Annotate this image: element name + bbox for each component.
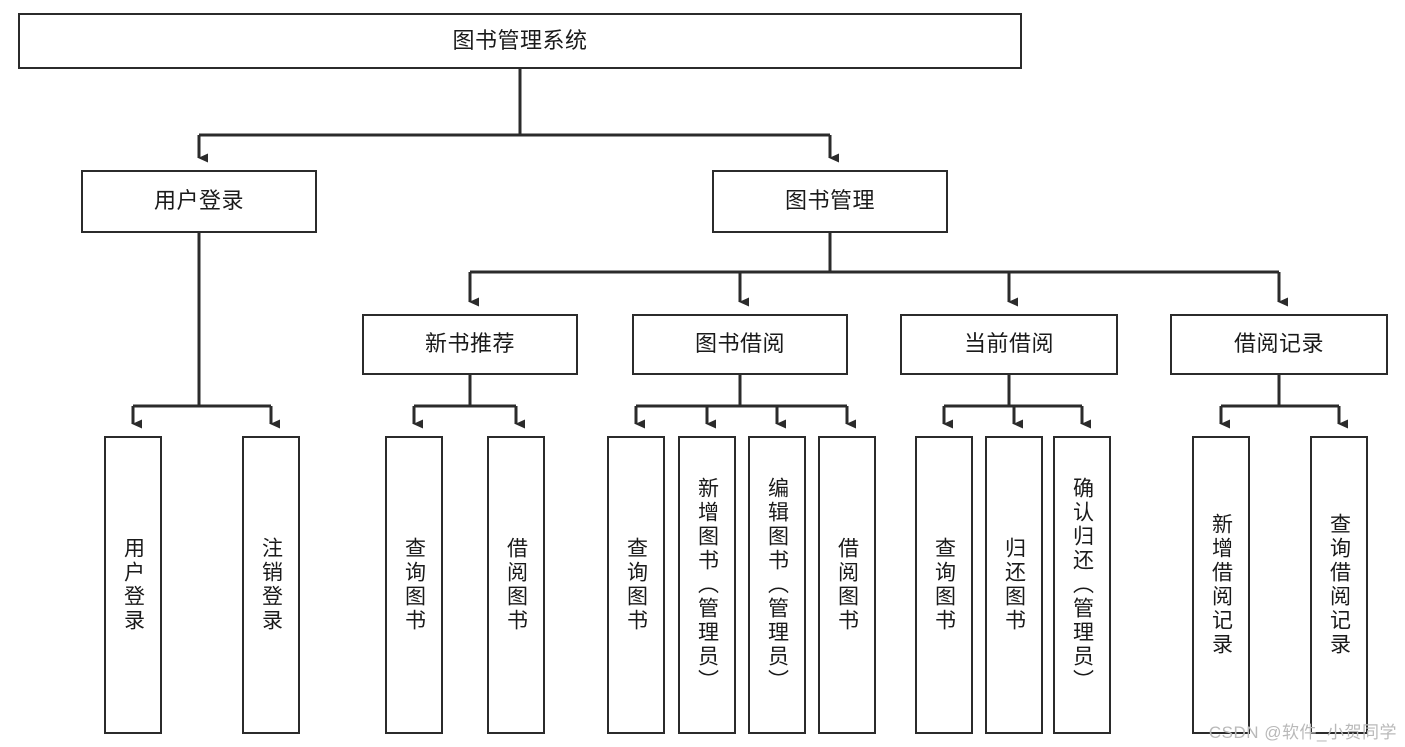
node-new-book-recommend: 新书推荐 — [362, 314, 578, 375]
node-label-leaf-borrow-book: 借阅图书 — [835, 537, 859, 633]
node-leaf-add-book-admin: 新增图书（管理员） — [678, 436, 736, 734]
node-label-current-borrow: 当前借阅 — [963, 331, 1054, 357]
watermark-label: CSDN @软件_小贺同学 — [1208, 723, 1397, 742]
node-label-leaf-user-login: 用户登录 — [121, 537, 145, 633]
node-user-login: 用户登录 — [81, 170, 317, 233]
node-book-manage: 图书管理 — [712, 170, 948, 233]
node-leaf-borrow-book-rec: 借阅图书 — [487, 436, 545, 734]
node-label-leaf-add-book-admin: 新增图书（管理员） — [695, 477, 719, 693]
node-leaf-query-book-rec: 查询图书 — [385, 436, 443, 734]
node-leaf-add-borrow-record: 新增借阅记录 — [1192, 436, 1250, 734]
node-label-leaf-confirm-return-admin: 确认归还（管理员） — [1070, 477, 1094, 693]
node-label-leaf-return-book: 归还图书 — [1002, 537, 1026, 633]
node-current-borrow: 当前借阅 — [900, 314, 1118, 375]
node-leaf-query-book-borrow: 查询图书 — [607, 436, 665, 734]
node-root: 图书管理系统 — [18, 13, 1022, 69]
node-label-root: 图书管理系统 — [452, 27, 588, 53]
node-label-leaf-query-book-borrow: 查询图书 — [624, 537, 648, 633]
node-label-new-book-recommend: 新书推荐 — [424, 331, 515, 357]
node-label-book-borrow: 图书借阅 — [694, 331, 785, 357]
node-label-book-manage: 图书管理 — [784, 188, 875, 214]
node-label-leaf-borrow-book-rec: 借阅图书 — [504, 537, 528, 633]
node-leaf-edit-book-admin: 编辑图书（管理员） — [748, 436, 806, 734]
node-leaf-return-book: 归还图书 — [985, 436, 1043, 734]
node-label-leaf-query-borrow-record: 查询借阅记录 — [1327, 513, 1351, 657]
node-leaf-query-book-cur: 查询图书 — [915, 436, 973, 734]
node-book-borrow: 图书借阅 — [632, 314, 848, 375]
node-leaf-query-borrow-record: 查询借阅记录 — [1310, 436, 1368, 734]
node-label-leaf-query-book-cur: 查询图书 — [932, 537, 956, 633]
node-label-leaf-edit-book-admin: 编辑图书（管理员） — [765, 477, 789, 693]
node-leaf-borrow-book: 借阅图书 — [818, 436, 876, 734]
node-leaf-user-login: 用户登录 — [104, 436, 162, 734]
node-label-leaf-logout-login: 注销登录 — [259, 537, 283, 633]
node-leaf-logout-login: 注销登录 — [242, 436, 300, 734]
node-label-leaf-query-book-rec: 查询图书 — [402, 537, 426, 633]
node-label-user-login: 用户登录 — [153, 188, 244, 214]
node-borrow-record: 借阅记录 — [1170, 314, 1388, 375]
node-leaf-confirm-return-admin: 确认归还（管理员） — [1053, 436, 1111, 734]
node-label-leaf-add-borrow-record: 新增借阅记录 — [1209, 513, 1233, 657]
node-label-borrow-record: 借阅记录 — [1233, 331, 1324, 357]
